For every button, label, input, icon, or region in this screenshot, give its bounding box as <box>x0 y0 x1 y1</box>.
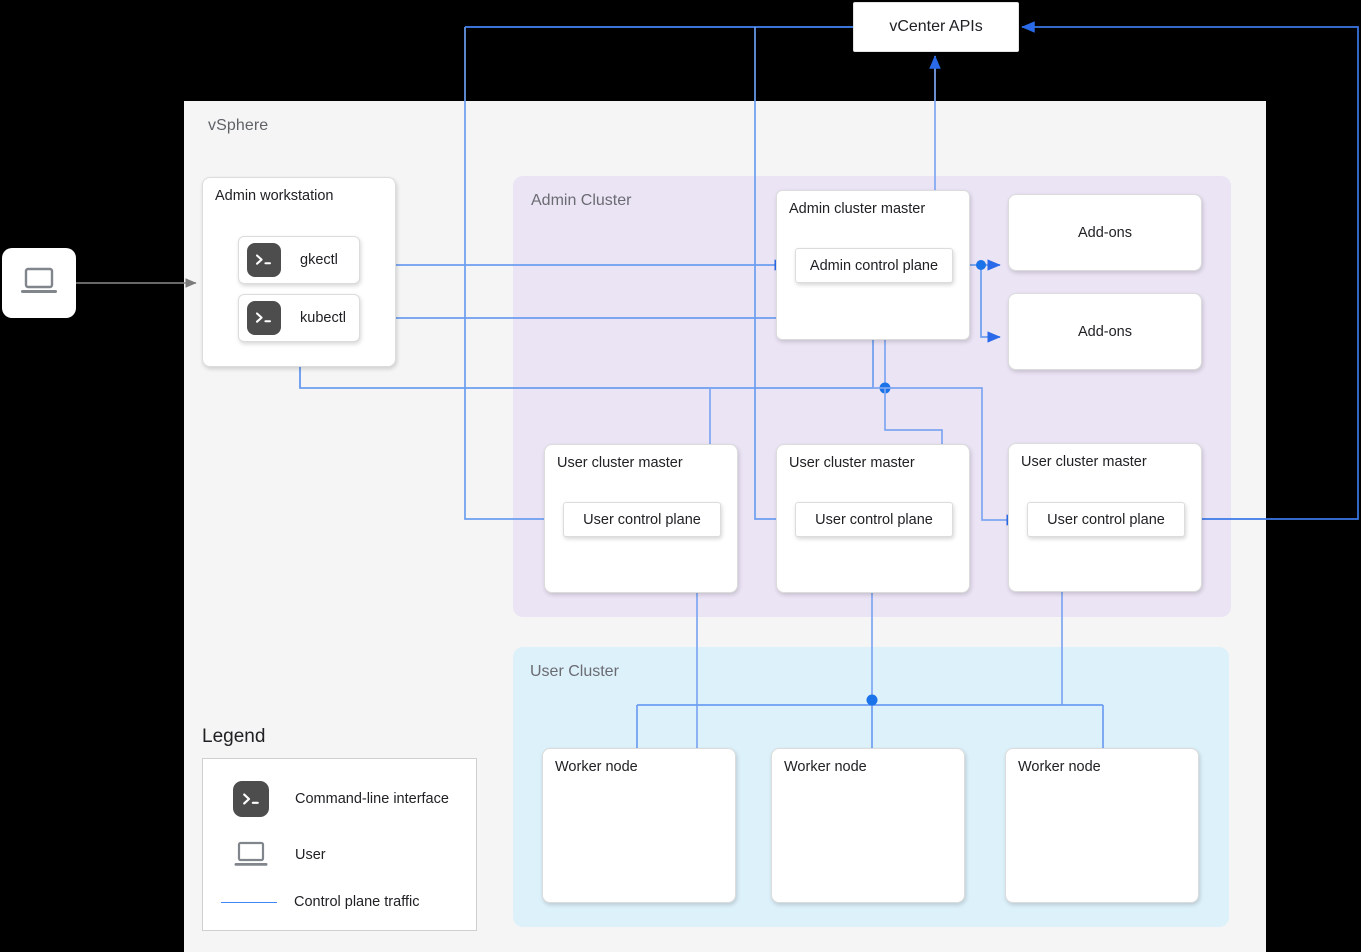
laptop-icon <box>233 841 269 868</box>
worker-node-box-3[interactable]: Worker node <box>1005 748 1199 903</box>
laptop-icon <box>19 266 59 301</box>
worker-node-box-2[interactable]: Worker node <box>771 748 965 903</box>
admin-control-plane-box[interactable]: Admin control plane <box>795 248 953 283</box>
vcenter-apis-label: vCenter APIs <box>889 18 983 35</box>
terminal-icon <box>247 243 281 277</box>
cli-kubectl[interactable]: kubectl <box>238 294 360 342</box>
worker-node-title: Worker node <box>1018 759 1101 775</box>
user-control-plane-box-2[interactable]: User control plane <box>795 502 953 537</box>
admin-cluster-master-title: Admin cluster master <box>789 201 926 217</box>
user-cluster-master-title: User cluster master <box>557 455 683 471</box>
admin-control-plane-label: Admin control plane <box>809 257 939 274</box>
addons-label: Add-ons <box>1077 323 1132 340</box>
addons-box-1[interactable]: Add-ons <box>1008 194 1202 271</box>
vsphere-label: vSphere <box>208 117 269 134</box>
legend-title: Legend <box>202 726 266 747</box>
user-cluster-master-title: User cluster master <box>789 455 915 471</box>
legend-item-cli-label: Command-line interface <box>295 791 449 807</box>
user-icon-box[interactable] <box>2 248 76 318</box>
admin-cluster-label: Admin Cluster <box>531 192 632 209</box>
legend-item-traffic: Control plane traffic <box>221 894 419 910</box>
worker-node-title: Worker node <box>784 759 867 775</box>
user-cluster-master-title: User cluster master <box>1021 454 1147 470</box>
addons-box-2[interactable]: Add-ons <box>1008 293 1202 370</box>
line-icon <box>221 901 277 903</box>
cli-gkectl[interactable]: gkectl <box>238 236 360 284</box>
worker-node-title: Worker node <box>555 759 638 775</box>
legend-box: Command-line interface User Control plan… <box>202 758 477 931</box>
terminal-icon <box>233 781 269 817</box>
cli-gkectl-label: gkectl <box>300 252 338 268</box>
legend-item-user: User <box>233 841 326 868</box>
legend-item-traffic-label: Control plane traffic <box>294 894 420 910</box>
user-control-plane-label: User control plane <box>815 511 933 528</box>
legend-item-user-label: User <box>295 846 326 863</box>
user-control-plane-box-1[interactable]: User control plane <box>563 502 721 537</box>
vcenter-apis-box[interactable]: vCenter APIs <box>853 2 1019 52</box>
addons-label: Add-ons <box>1077 224 1132 241</box>
legend-item-cli: Command-line interface <box>233 781 449 817</box>
worker-node-box-1[interactable]: Worker node <box>542 748 736 903</box>
terminal-icon <box>247 301 281 335</box>
admin-workstation-title: Admin workstation <box>215 188 334 204</box>
user-cluster-label: User Cluster <box>530 663 619 680</box>
user-control-plane-label: User control plane <box>1047 511 1165 528</box>
cli-kubectl-label: kubectl <box>300 310 346 326</box>
user-control-plane-label: User control plane <box>583 511 701 528</box>
user-control-plane-box-3[interactable]: User control plane <box>1027 502 1185 537</box>
